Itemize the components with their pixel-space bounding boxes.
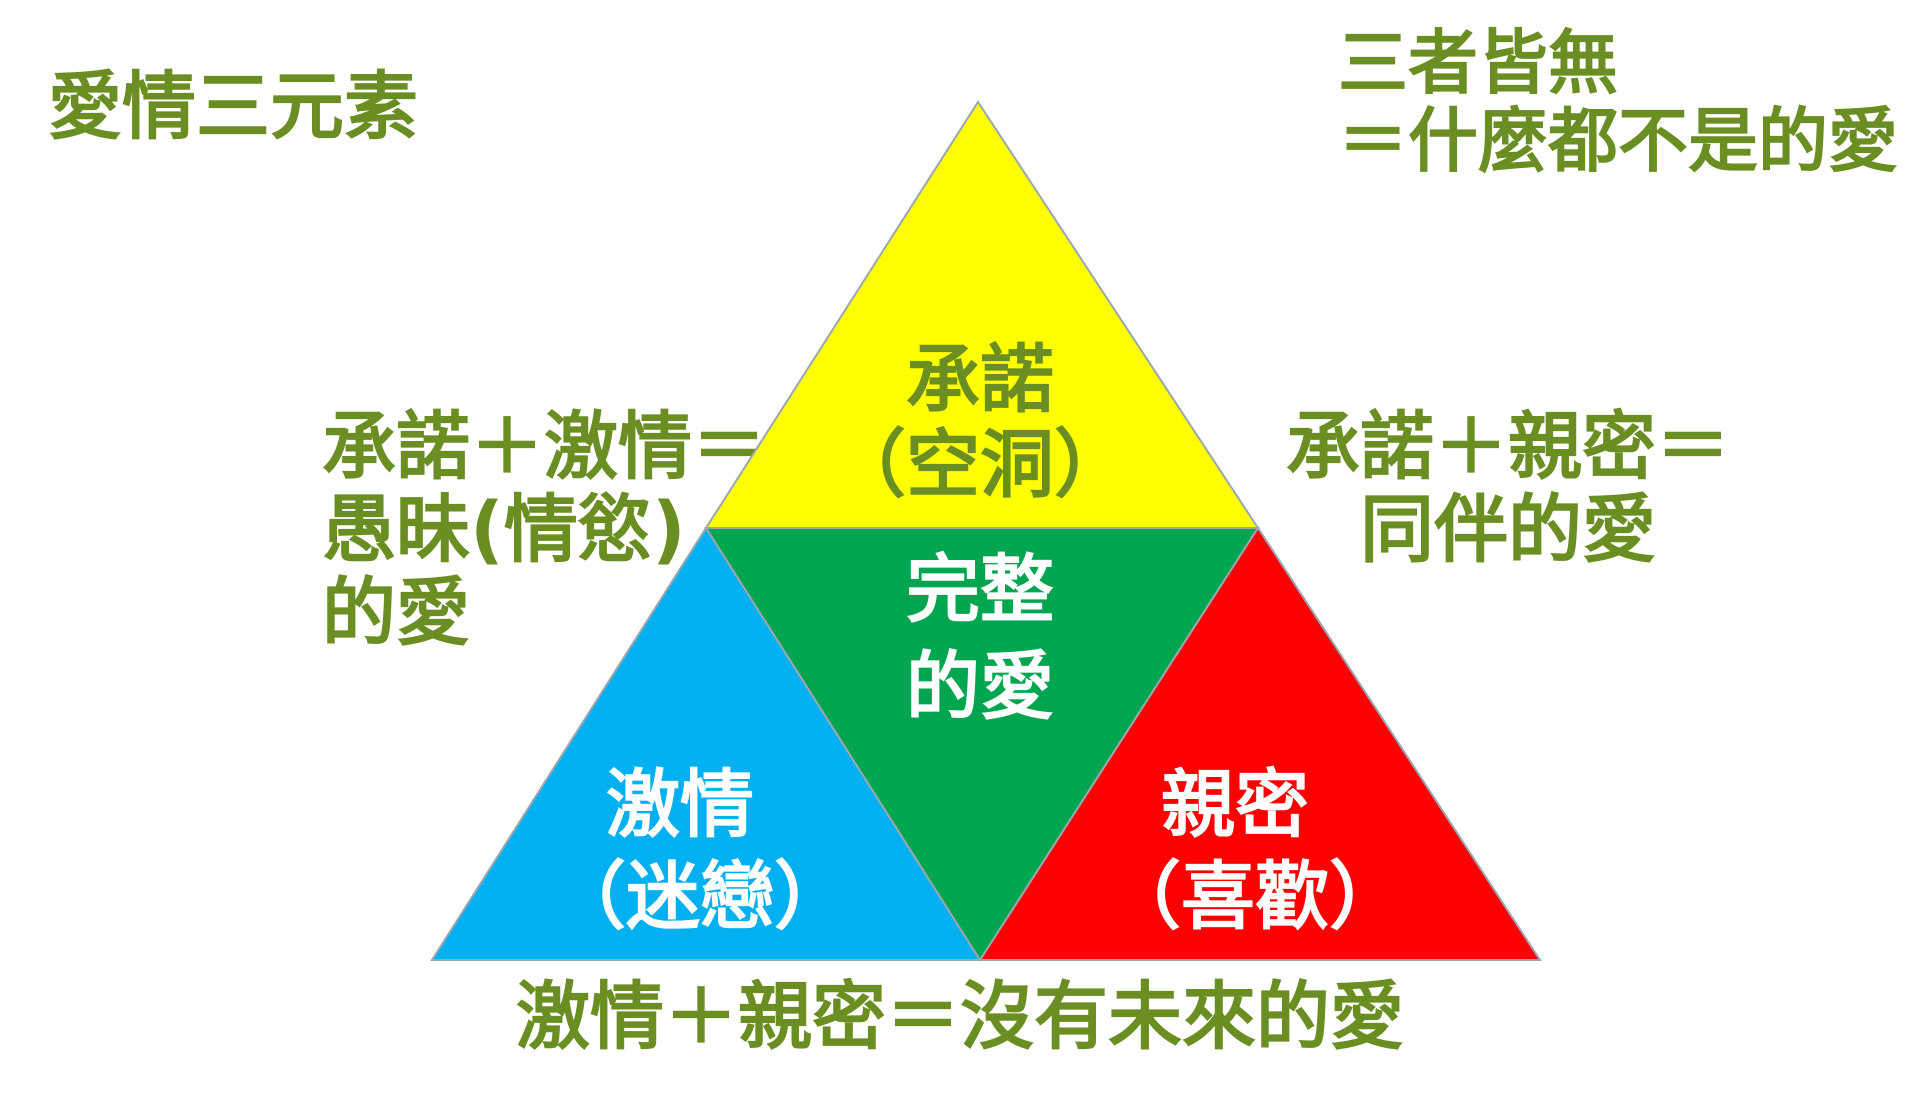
intimacy-sub-label: （喜歡） [1107, 854, 1403, 940]
none-of-three-line-2: ＝什麼都不是的愛 [1338, 100, 1898, 183]
none-of-three-label: 三者皆無 ＝什麼都不是的愛 [1338, 24, 1898, 181]
commitment-passion-line-3: 的愛 [322, 569, 470, 656]
commitment-passion-line-2: 愚昧(情慾) [322, 486, 686, 573]
commitment-sub-label: （空洞） [832, 422, 1128, 508]
passion-sub-label: （迷戀） [552, 854, 848, 940]
passion-label: 激情 [606, 762, 754, 848]
commitment-intimacy-line-2: 同伴的愛 [1360, 486, 1656, 573]
none-of-three-line-1: 三者皆無 [1338, 22, 1618, 104]
commitment-passion-line-1: 承諾＋激情＝ [322, 404, 766, 490]
complete-love-sub-label: 的愛 [906, 644, 1054, 730]
intimacy-triangle [978, 526, 1542, 961]
complete-love-label: 完整 [906, 547, 1054, 633]
intimacy-label: 親密 [1161, 762, 1309, 848]
commitment-passion-label: 承諾＋激情＝ 愚昧(情慾) 的愛 [322, 406, 766, 655]
commitment-intimacy-label: 承諾＋親密＝ 同伴的愛 [1286, 406, 1730, 572]
commitment-label: 承諾 [906, 337, 1054, 423]
passion-intimacy-label: 激情＋親密＝沒有未來的愛 [516, 974, 1404, 1060]
diagram-title: 愛情三元素 [48, 64, 418, 150]
passion-triangle [430, 526, 982, 961]
commitment-intimacy-line-1: 承諾＋親密＝ [1286, 404, 1730, 490]
